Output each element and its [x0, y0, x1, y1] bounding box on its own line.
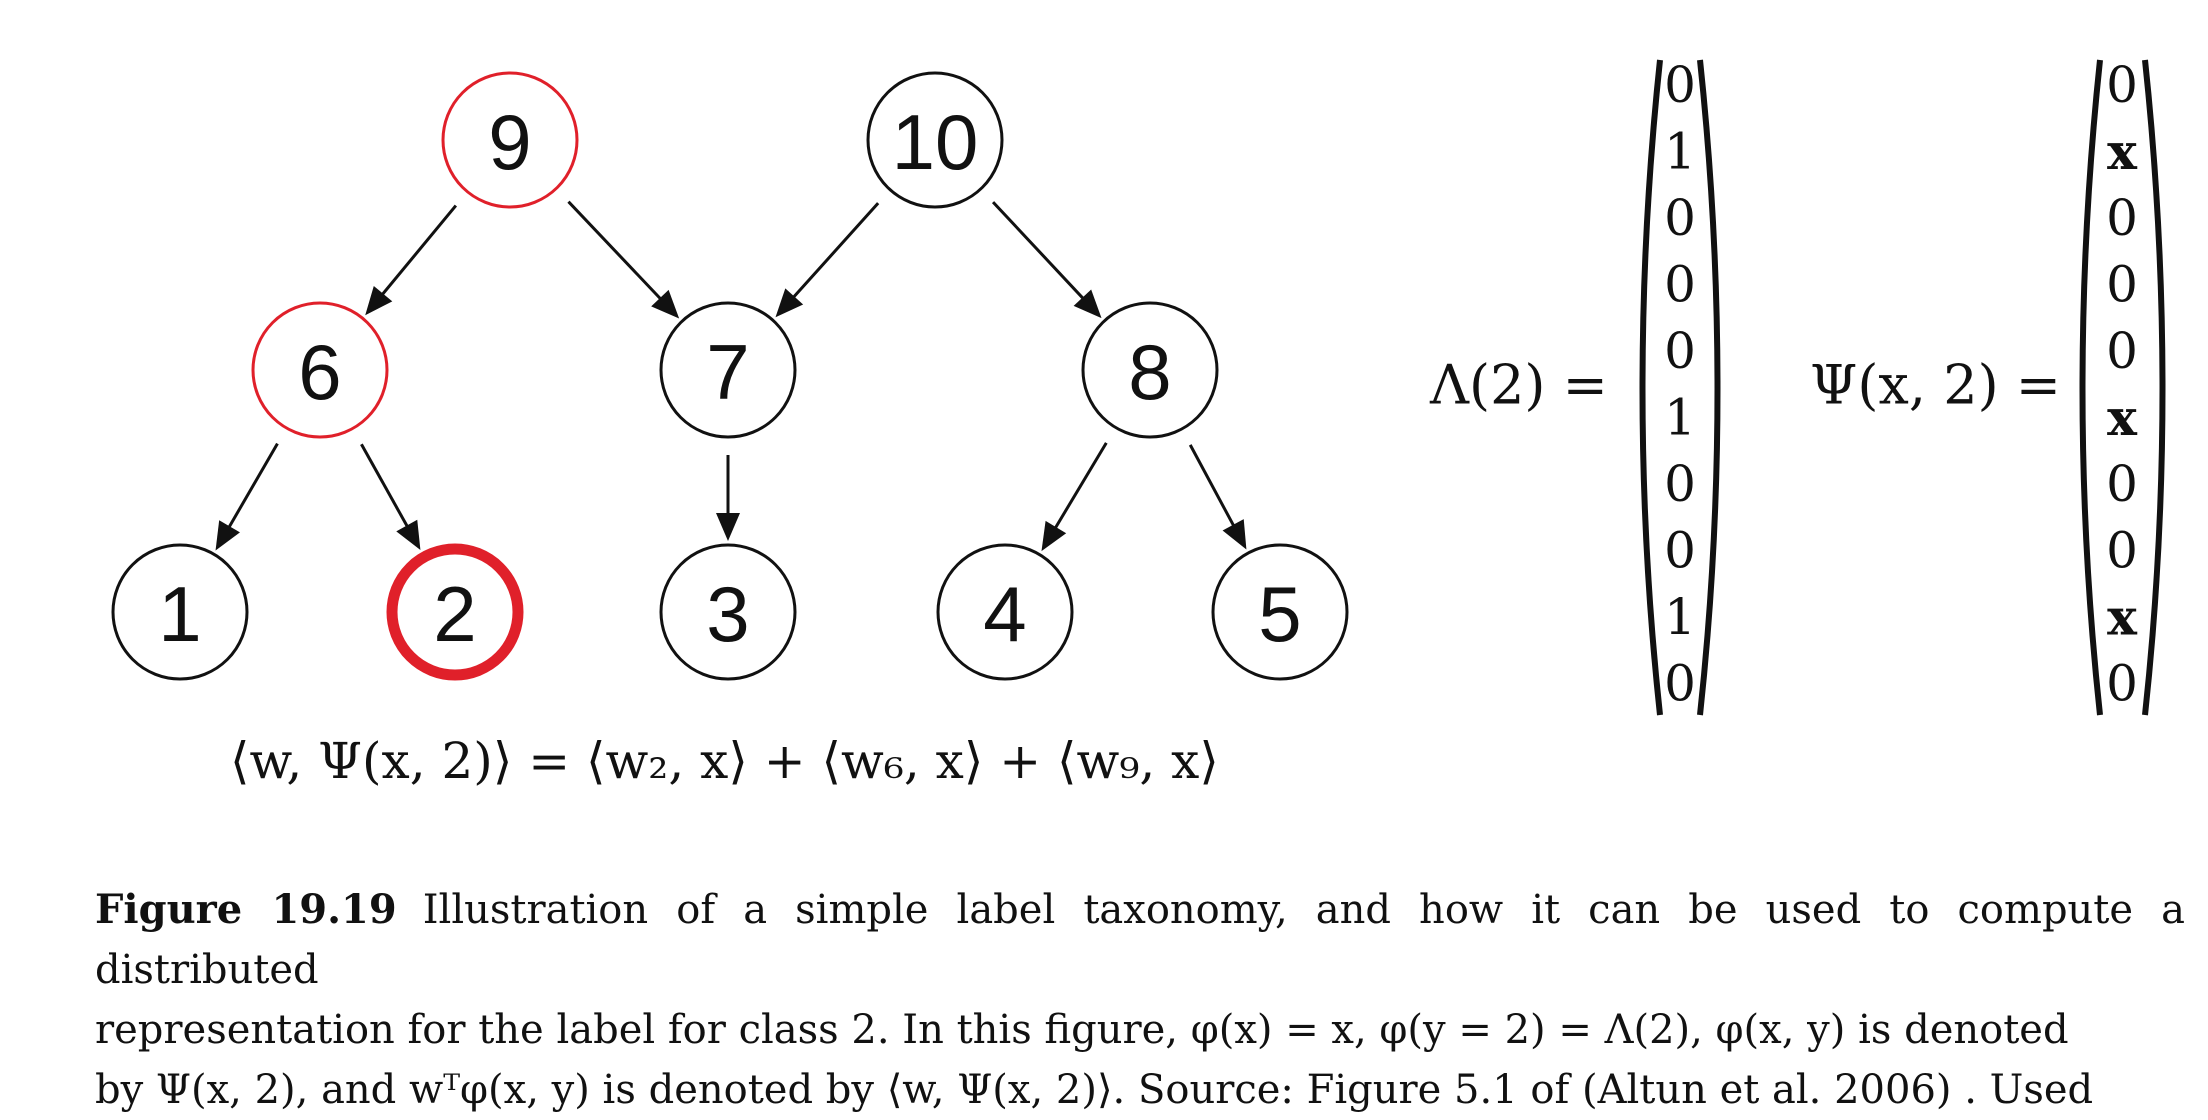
tree-node-label-1: 1: [158, 570, 201, 658]
lambda-entry-0: 0: [1664, 56, 1696, 114]
tree-node-8: 8: [1081, 301, 1219, 439]
tree-node-label-9: 9: [488, 98, 531, 186]
tree-node-label-7: 7: [706, 328, 749, 416]
tree-node-circle-8: [1081, 301, 1219, 439]
psi-entry-9: 0: [2106, 655, 2138, 713]
arrowhead-9-to-7: [651, 289, 680, 319]
tree-node-circle-5: [1211, 543, 1349, 681]
caption-figure-label: Figure 19.19: [95, 886, 397, 933]
psi-entry-8: x: [2107, 588, 2138, 647]
arrowhead-9-to-6: [365, 286, 393, 316]
tree-node-9: 9: [441, 71, 579, 209]
psi-entry-0: 0: [2106, 56, 2138, 114]
arrowhead-8-to-4: [1041, 520, 1067, 552]
tree-node-label-3: 3: [706, 570, 749, 658]
lambda-entry-2: 0: [1664, 189, 1696, 247]
caption-line-3: by Ψ(x, 2), and wᵀφ(x, y) is denoted by …: [95, 1067, 2094, 1113]
psi-entry-6: 0: [2106, 455, 2138, 513]
tree-node-4: 4: [936, 543, 1074, 681]
tree-node-3: 3: [659, 543, 797, 681]
psi-vector: Ψ(x, 2) = 0 x 0 0 0 x 0 0 x 0: [1810, 56, 2166, 716]
tree-node-circle-7: [659, 301, 797, 439]
edge-6-to-2: [360, 443, 412, 532]
psi-right-bracket: [2142, 59, 2166, 716]
edge-10-to-7: [789, 202, 880, 302]
tree-node-circle-4: [936, 543, 1074, 681]
tree-node-circle-3: [659, 543, 797, 681]
tree-node-label-10: 10: [892, 98, 979, 186]
lambda-vector: Λ(2) = 0 1 0 0 0 1 0 0 1 0: [1429, 56, 1721, 716]
tree-edges: [215, 200, 1247, 552]
psi-entry-1: x: [2107, 122, 2138, 181]
edge-8-to-4: [1051, 442, 1108, 533]
edge-10-to-8: [991, 201, 1088, 304]
lambda-right-bracket: [1697, 59, 1721, 716]
tree-node-label-6: 6: [298, 328, 341, 416]
psi-entry-7: 0: [2106, 522, 2138, 580]
tree-node-2: 2: [386, 543, 524, 681]
lambda-vector-entries: 0 1 0 0 0 1 0 0 1 0: [1664, 56, 1696, 713]
edge-8-to-5: [1188, 444, 1238, 531]
lambda-entry-4: 0: [1664, 322, 1696, 380]
lambda-entry-5: 1: [1664, 389, 1696, 447]
lambda-entry-3: 0: [1664, 256, 1696, 314]
lambda-entry-1: 1: [1664, 123, 1696, 181]
psi-vector-entries: 0 x 0 0 0 x 0 0 x 0: [2106, 56, 2138, 713]
tree-node-7: 7: [659, 301, 797, 439]
tree-node-label-4: 4: [983, 570, 1026, 658]
arrowhead-10-to-7: [775, 288, 804, 318]
edge-9-to-7: [567, 200, 666, 304]
caption-line-1-text: Illustration of a simple label taxonomy,…: [95, 887, 2185, 993]
lambda-entry-7: 0: [1664, 522, 1696, 580]
psi-vector-label: Ψ(x, 2) =: [1810, 354, 2061, 417]
lambda-vector-label: Λ(2) =: [1429, 354, 1608, 417]
arrowhead-7-to-3: [716, 513, 740, 541]
tree-node-label-5: 5: [1258, 570, 1301, 658]
psi-entry-4: 0: [2106, 322, 2138, 380]
tree-nodes: 9 10 6 7 8 1 2 3 4 5: [111, 71, 1349, 681]
tree-node-6: 6: [251, 301, 389, 439]
tree-node-label-8: 8: [1128, 328, 1171, 416]
lambda-entry-6: 0: [1664, 455, 1696, 513]
lambda-left-bracket: [1639, 59, 1663, 716]
lambda-entry-9: 0: [1664, 655, 1696, 713]
tree-node-1: 1: [111, 543, 249, 681]
edge-6-to-1: [225, 442, 279, 533]
edge-9-to-6: [378, 204, 458, 300]
tree-node-circle-10: [866, 71, 1004, 209]
arrowhead-10-to-8: [1073, 289, 1102, 319]
taxonomy-equation: ⟨w, Ψ(x, 2)⟩ = ⟨w₂, x⟩ + ⟨w₆, x⟩ + ⟨w₉, …: [230, 732, 1219, 790]
tree-node-circle-2: [386, 543, 524, 681]
tree-node-circle-1: [111, 543, 249, 681]
caption-line-2: representation for the label for class 2…: [95, 1007, 2069, 1053]
arrowhead-8-to-5: [1222, 519, 1247, 550]
tree-node-10: 10: [866, 71, 1004, 209]
psi-entry-3: 0: [2106, 256, 2138, 314]
arrowhead-6-to-2: [396, 519, 421, 550]
tree-node-5: 5: [1211, 543, 1349, 681]
lambda-entry-8: 1: [1664, 588, 1696, 646]
psi-left-bracket: [2079, 59, 2103, 716]
psi-entry-2: 0: [2106, 189, 2138, 247]
tree-node-circle-9: [441, 71, 579, 209]
psi-entry-5: x: [2107, 388, 2138, 447]
tree-node-circle-6: [251, 301, 389, 439]
arrowhead-6-to-1: [215, 520, 240, 551]
tree-node-label-2: 2: [433, 570, 476, 658]
